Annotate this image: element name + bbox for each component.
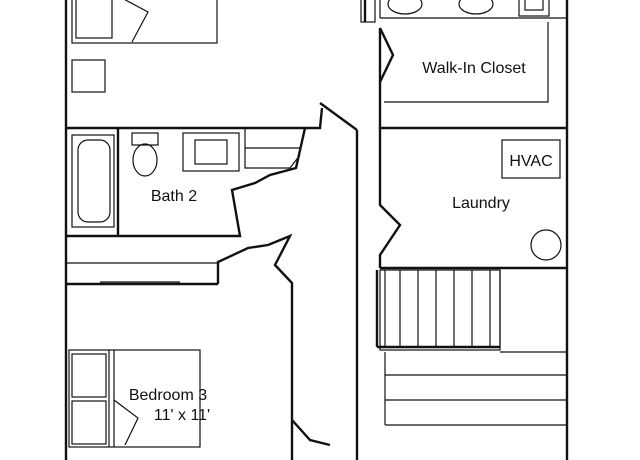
bed-sheet-fold bbox=[124, 0, 149, 43]
bath-2: Bath 2 bbox=[66, 127, 307, 238]
toilet-tank-icon bbox=[131, 132, 159, 146]
hvac-label: HVAC bbox=[509, 153, 552, 170]
walk-in-closet: Walk-In Closet bbox=[378, 22, 567, 130]
toilet-tank-icon bbox=[518, 0, 550, 17]
pillow-icon bbox=[75, 0, 113, 39]
staircase[interactable] bbox=[375, 269, 567, 426]
bed-sheet-fold bbox=[113, 399, 139, 446]
mid-walls bbox=[66, 107, 324, 130]
toilet-bowl-icon bbox=[132, 143, 158, 177]
bedroom-3-dimensions: 11' x 11' bbox=[154, 407, 210, 424]
bathtub-icon bbox=[71, 134, 115, 228]
laundry-room: HVAC Laundry bbox=[378, 128, 567, 270]
nightstand-icon bbox=[71, 59, 106, 93]
hallway-walls bbox=[267, 102, 359, 460]
sink-icon bbox=[194, 139, 228, 165]
master-bath-fixtures bbox=[360, 0, 567, 23]
water-heater-icon bbox=[530, 229, 562, 261]
mirror-icon bbox=[360, 0, 376, 23]
pillow-icon bbox=[71, 353, 107, 398]
hvac-unit bbox=[501, 139, 561, 179]
bathtub-basin bbox=[77, 139, 111, 223]
hall-closet bbox=[66, 243, 269, 286]
walk-in-closet-label: Walk-In Closet bbox=[422, 60, 526, 77]
sink-basin-icon bbox=[387, 0, 423, 15]
sink-basin-icon bbox=[458, 0, 494, 15]
pillow-icon bbox=[71, 400, 107, 445]
bedroom-3-label: Bedroom 3 bbox=[129, 387, 207, 404]
outer-walls bbox=[64, 0, 569, 460]
vanity-icon bbox=[182, 132, 240, 172]
bed-icon bbox=[71, 0, 218, 44]
bath-2-label: Bath 2 bbox=[151, 188, 197, 205]
bed-icon bbox=[68, 349, 201, 448]
stair-case-outline bbox=[379, 269, 501, 351]
laundry-label: Laundry bbox=[452, 195, 510, 212]
toilet-seat-icon bbox=[524, 0, 544, 11]
bedroom-3: Bedroom 3 11' x 11' bbox=[68, 349, 210, 448]
upper-bedroom bbox=[71, 0, 218, 93]
